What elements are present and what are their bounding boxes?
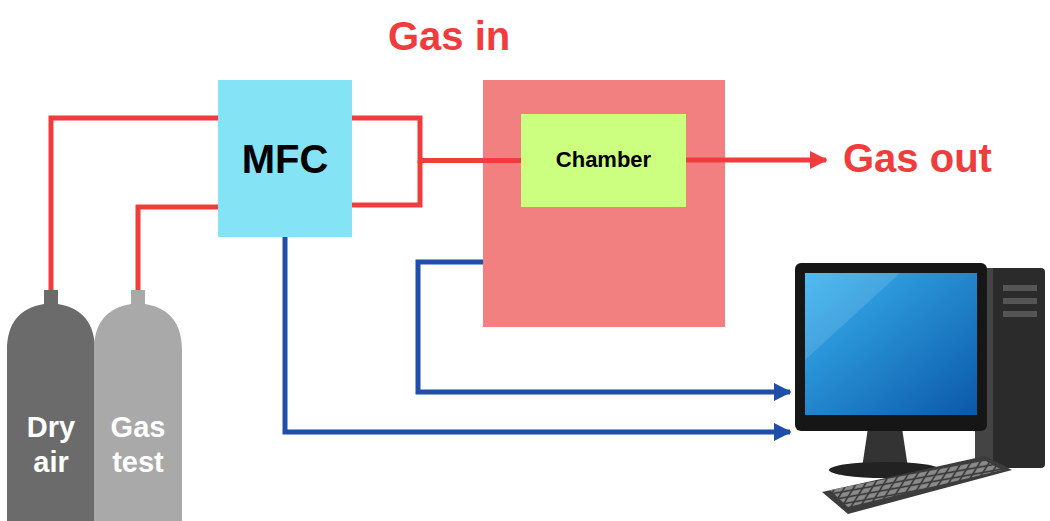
computer-icon — [795, 263, 1045, 514]
pc-drive-bay — [1003, 285, 1037, 291]
node-label: Dry air — [14, 410, 88, 480]
node-text-group: Dry air — [14, 410, 88, 480]
node-label: Gas test — [101, 410, 175, 480]
monitor-screen — [805, 273, 977, 415]
inlet-label: Gas in — [388, 14, 510, 59]
gas-line — [138, 207, 218, 290]
mfc-box: MFC — [218, 80, 352, 237]
heater-enclosure — [483, 80, 725, 327]
cylinder-outline — [5, 290, 97, 521]
keyboard — [822, 456, 1012, 514]
pc-drive-bay — [1003, 311, 1037, 317]
gas-line — [352, 118, 521, 161]
keyboard-keys — [830, 460, 1002, 507]
node-text-group: Gas test — [101, 410, 175, 480]
gas-cylinder: Dry air — [5, 290, 97, 521]
node-text-group: MFC — [242, 135, 329, 183]
cylinder-body — [94, 290, 182, 521]
gas-line-branch — [352, 161, 420, 206]
node-text-group: Chamber — [556, 147, 651, 173]
monitor-frame — [795, 263, 987, 431]
outlet-label: Gas out — [843, 136, 992, 181]
cylinder-body — [7, 290, 95, 521]
node-label: MFC — [242, 135, 329, 183]
gas-line — [51, 118, 218, 290]
signal-line — [285, 237, 790, 432]
gas-cylinder: Gas test — [92, 290, 184, 521]
gas-outlet-arrow — [686, 158, 826, 163]
pc-drive-bay — [1003, 298, 1037, 304]
chamber-box: Chamber — [521, 114, 686, 207]
cylinder-outline — [92, 290, 184, 521]
screen-glare — [805, 273, 900, 360]
node-label: Chamber — [556, 147, 651, 173]
signal-line — [418, 262, 790, 392]
